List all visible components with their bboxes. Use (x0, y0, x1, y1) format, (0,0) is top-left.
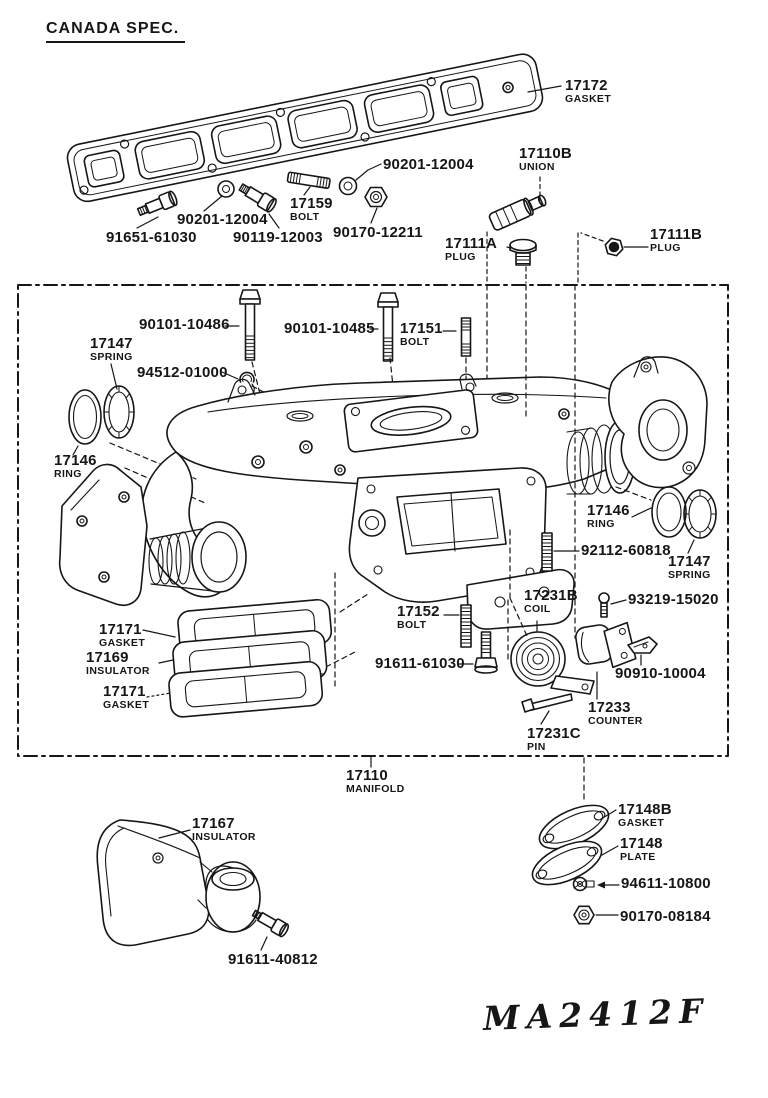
bolt-90101-10486-drawing (225, 290, 263, 406)
part-label-91611-61030: 91611-61030 (375, 655, 465, 672)
clip-90910-drawing (628, 637, 657, 665)
part-label-94611-10800: 94611-10800 (621, 875, 711, 892)
part-label-91651-61030: 91651-61030 (106, 229, 197, 246)
part-label-93219-15020: 93219-15020 (628, 591, 719, 608)
coil-17231b-drawing (510, 530, 594, 694)
fastener-row-drawing (136, 164, 387, 228)
ring-17146-left-drawing (69, 390, 101, 455)
spring-17147-left-drawing (104, 364, 205, 503)
part-label-90201-12004-left: 90201-12004 (177, 211, 268, 228)
part-label-92112-60818: 92112-60818 (581, 542, 671, 559)
stud-92112-drawing (542, 533, 579, 571)
plug-17111a-drawing (507, 240, 536, 284)
insulator-17167-drawing (97, 820, 260, 945)
screw-94611-drawing (574, 878, 620, 891)
bolt-91611-61030-drawing (318, 573, 508, 688)
screw-93219-drawing (599, 593, 626, 617)
pin-17231c-drawing (522, 694, 572, 724)
bolt-90101-10485-drawing (370, 293, 398, 396)
part-label-90910-10004: 90910-10004 (615, 665, 706, 682)
bolt-91611-40812-drawing (251, 907, 290, 950)
part-label-90119-12003: 90119-12003 (233, 229, 323, 246)
plates-17148-drawing (526, 758, 618, 894)
drawing-code: MA2412F (482, 991, 711, 1038)
part-label-90201-12004-right: 90201-12004 (383, 156, 474, 173)
spec-title: CANADA SPEC. (46, 20, 186, 43)
plug-17111b-drawing (487, 232, 648, 283)
part-label-90170-12211: 90170-12211 (333, 224, 423, 241)
part-label-94512-01000: 94512-01000 (137, 364, 228, 381)
spring-17147-right-drawing (684, 490, 716, 553)
counter-17233-drawing (574, 620, 636, 699)
union-17110b-drawing (488, 177, 548, 231)
gasket-17172-drawing (65, 52, 561, 204)
dotted-enclosure-box (18, 285, 728, 756)
part-label-90101-10486: 90101-10486 (139, 316, 230, 333)
nut-90170-drawing (574, 906, 618, 923)
gasket-insulator-stack-drawing (143, 599, 332, 718)
ring-17146-right-drawing (616, 487, 686, 537)
part-label-90170-08184: 90170-08184 (620, 908, 711, 925)
manifold-body-drawing (60, 285, 707, 638)
part-label-91611-40812: 91611-40812 (228, 951, 318, 968)
stud-17152-drawing (444, 605, 471, 647)
part-label-90101-10485: 90101-10485 (284, 320, 375, 337)
